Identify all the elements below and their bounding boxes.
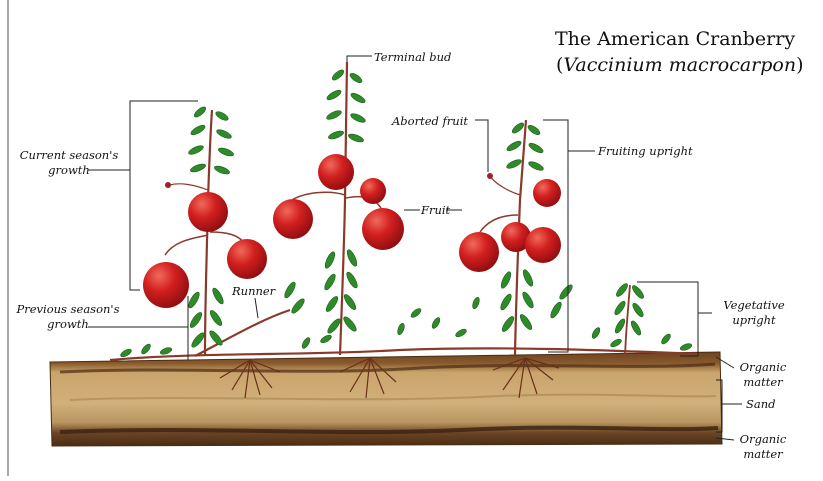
label-fruiting-upright: Fruiting upright	[598, 144, 693, 159]
label-sand: Sand	[746, 397, 776, 412]
plant-right	[459, 120, 574, 355]
label-previous-line2: growth	[12, 317, 124, 332]
label-organic-bottom-line1: Organic	[730, 432, 796, 447]
label-vegetative-line1: Vegetative	[714, 298, 794, 313]
latin-name: Vaccinium macrocarpon	[563, 54, 796, 76]
diagram-title: The American Cranberry	[555, 28, 795, 50]
plant-center	[273, 62, 404, 355]
diagram-subtitle: (Vaccinium macrocarpon)	[556, 54, 804, 76]
label-organic-matter-bottom: Organic matter	[730, 432, 796, 462]
label-vegetative-line2: upright	[714, 313, 794, 328]
subtitle-close-paren: )	[796, 54, 803, 76]
soil-bed	[50, 352, 722, 446]
plant-left	[143, 105, 267, 355]
label-runner: Runner	[232, 284, 275, 299]
label-current-season-growth: Current season's growth	[14, 148, 124, 178]
label-vegetative-upright: Vegetative upright	[714, 298, 794, 328]
label-terminal-bud: Terminal bud	[374, 50, 451, 65]
label-current-line2: growth	[14, 163, 124, 178]
label-aborted-fruit: Aborted fruit	[392, 114, 468, 129]
label-previous-line1: Previous season's	[12, 302, 124, 317]
label-organic-matter-top: Organic matter	[730, 360, 796, 390]
label-organic-bottom-line2: matter	[730, 447, 796, 462]
label-previous-season-growth: Previous season's growth	[12, 302, 124, 332]
label-organic-top-line2: matter	[730, 375, 796, 390]
label-organic-top-line1: Organic	[730, 360, 796, 375]
label-current-line1: Current season's	[14, 148, 124, 163]
label-fruit: Fruit	[421, 203, 450, 218]
